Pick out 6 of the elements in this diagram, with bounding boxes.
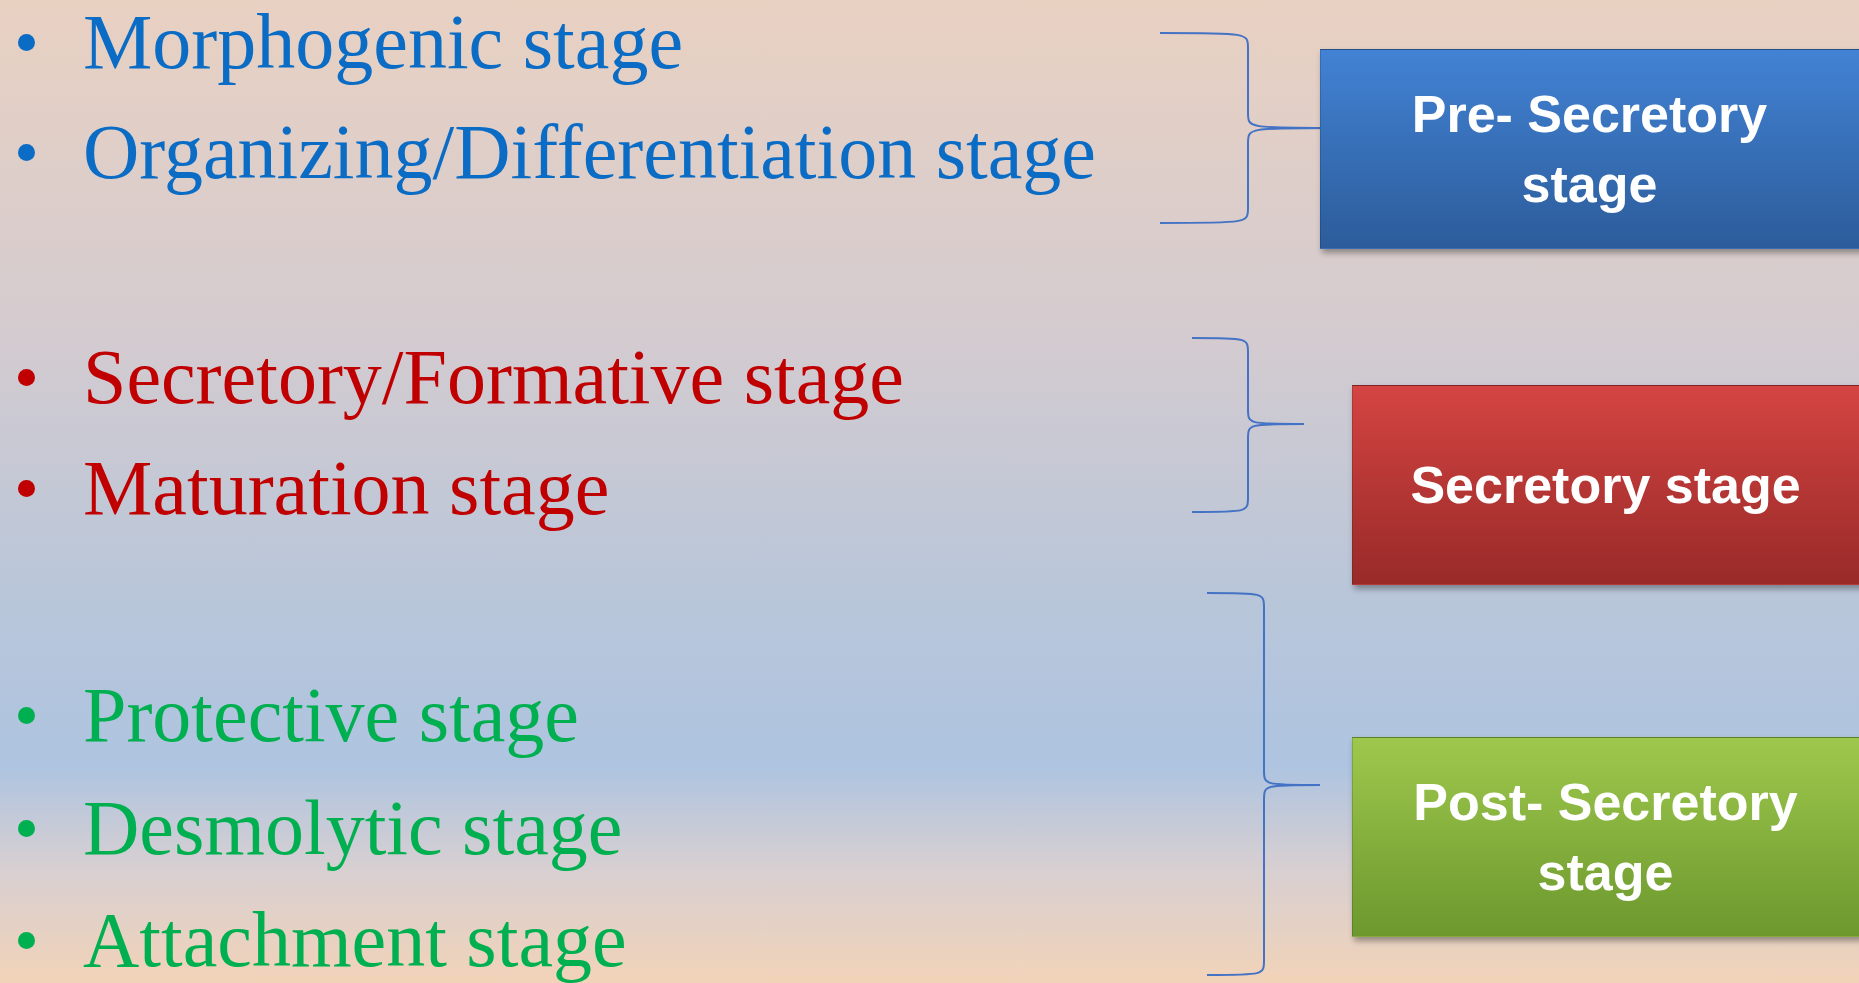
stage-label: Pre- Secretory stage bbox=[1410, 83, 1769, 215]
stage-box bbox=[1352, 385, 1859, 585]
stage-box bbox=[1320, 49, 1859, 249]
stage-label: Post- Secretory stage bbox=[1412, 771, 1799, 903]
stage-box bbox=[1352, 737, 1859, 937]
stage-label: Secretory stage bbox=[1410, 454, 1801, 516]
